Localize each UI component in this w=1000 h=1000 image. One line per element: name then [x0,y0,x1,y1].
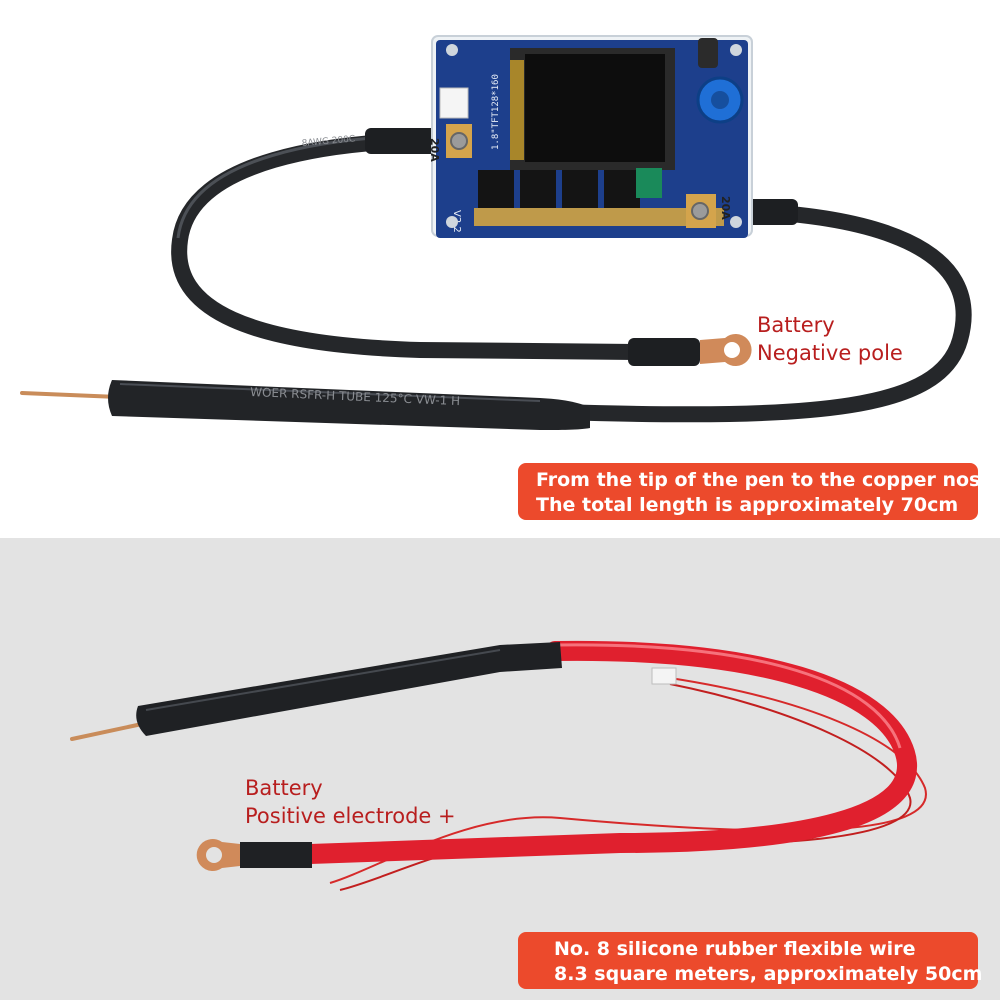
green-relay [636,168,662,198]
positive-label-line1: Battery [245,776,323,800]
signal-connector [651,667,677,685]
bottom-product-panel: Battery Positive electrode + No. 8 silic… [0,538,1000,1000]
black-cable-photo: 1.8"TFT128*160 20A 20A V2.2 [20,35,972,430]
length-info-banner: From the tip of the pen to the copper no… [518,463,994,520]
mosfet-2 [520,170,556,208]
jst-connector [439,87,469,119]
sleeve-left [365,128,445,154]
capacitor [698,38,718,68]
red-cable-photo [70,640,927,891]
mosfet-1 [478,170,514,208]
terminal-left-label: 20A [428,138,441,162]
wire-banner-line2: 8.3 square meters, approximately 50cm [554,963,983,985]
wire-banner-line1: No. 8 silicone rubber flexible wire [554,938,916,960]
pen-body-red [136,642,562,736]
display-screen [525,54,665,162]
positive-label-line2: Positive electrode + [245,804,456,828]
negative-label-line2: Negative pole [757,341,903,365]
wire-spec-banner: No. 8 silicone rubber flexible wire 8.3 … [518,932,983,989]
control-board: 1.8"TFT128*160 20A 20A V2.2 [428,35,753,238]
positive-electrode-label: Battery Positive electrode + [245,774,456,830]
black-cable-left [171,132,648,360]
top-product-panel: 1.8"TFT128*160 20A 20A V2.2 [20,35,994,520]
negative-ring-sleeve [628,338,700,366]
black-cable-right [552,202,972,423]
length-banner-line2: The total length is approximately 70cm [536,494,959,516]
pen-body [108,380,590,430]
terminal-right-label: 20A [719,196,732,220]
mosfet-3 [562,170,598,208]
display-silkscreen: 1.8"TFT128*160 [491,74,501,150]
negative-pole-label: Battery Negative pole [757,311,903,367]
cable-print: 8AWG 200C [301,134,355,149]
copper-busbar [474,208,724,226]
positive-ring-sleeve [240,842,312,868]
length-banner-line1: From the tip of the pen to the copper no… [536,469,994,491]
pen-tip [20,391,120,399]
negative-label-line1: Battery [757,313,835,337]
mosfet-4 [604,170,640,208]
pen-tip-red [70,722,144,741]
red-cable [300,640,917,864]
